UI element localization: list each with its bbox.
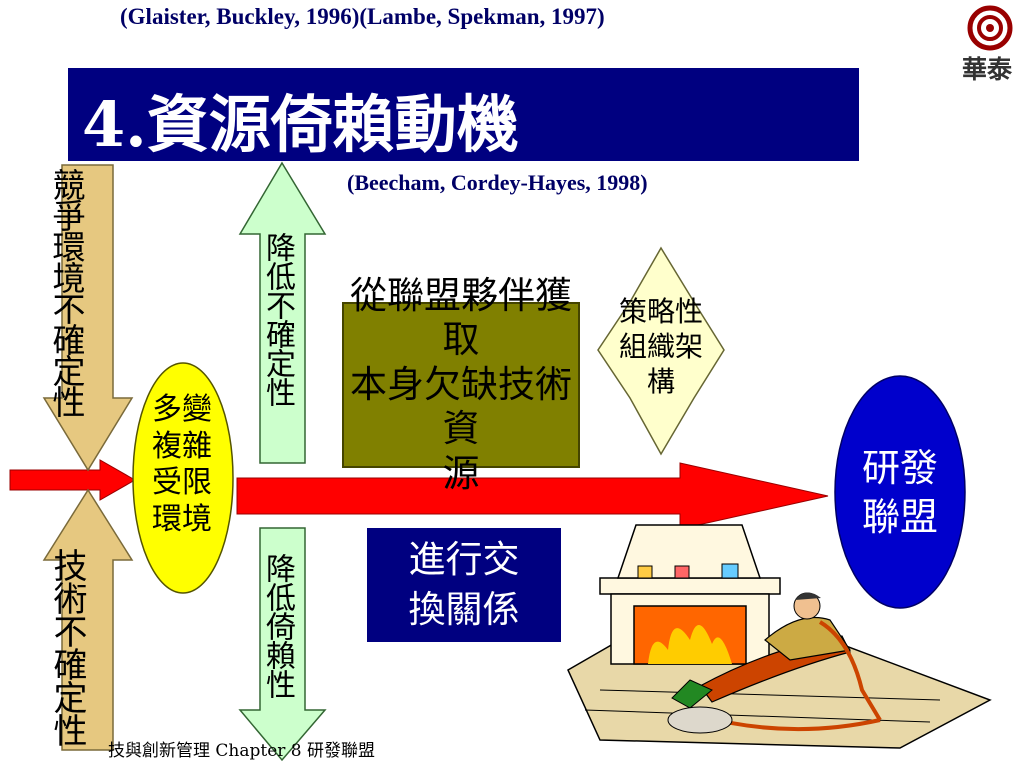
environment-label: 多變複雜受限環境 bbox=[152, 392, 212, 537]
reduce-uncertainty-label: 降低不確定性 bbox=[260, 232, 295, 406]
fireplace-clipart bbox=[567, 524, 992, 749]
resource-box: 從聯盟夥伴獲取本身欠缺技術資源 bbox=[342, 274, 580, 495]
competition-uncertainty-arrow bbox=[42, 164, 134, 472]
technology-uncertainty-label: 技術不確定性 bbox=[47, 548, 87, 746]
strategy-hexagon bbox=[597, 246, 725, 456]
alliance-label: 研發聯盟 bbox=[861, 446, 938, 540]
page-title: 4.資源倚賴動機 bbox=[82, 88, 519, 161]
reference-top: (Glaister, Buckley, 1996)(Lambe, Spekman… bbox=[120, 4, 605, 29]
logo-text: 華泰 bbox=[962, 55, 1013, 84]
reduce-dependence-label: 降低倚賴性 bbox=[260, 553, 295, 698]
reference-middle: (Beecham, Cordey-Hayes, 1998) bbox=[347, 170, 648, 195]
footer: 技與創新管理 Chapter 8 研發聯盟 bbox=[108, 741, 376, 761]
exchange-box-text: 進行交換關係 bbox=[408, 538, 520, 631]
resource-box-text: 從聯盟夥伴獲取本身欠缺技術資源 bbox=[350, 274, 572, 495]
alliance-ellipse bbox=[834, 375, 966, 609]
main-red-arrow bbox=[236, 462, 829, 530]
competition-uncertainty-label: 競爭環境不確定性 bbox=[47, 168, 86, 416]
exchange-box: 進行交換關係 bbox=[367, 528, 561, 642]
reduce-dependence-arrow bbox=[238, 527, 327, 762]
title-bar bbox=[68, 68, 859, 161]
entry-red-arrow bbox=[9, 459, 137, 501]
environment-ellipse bbox=[132, 362, 234, 594]
technology-uncertainty-arrow bbox=[42, 488, 134, 751]
logo-mark bbox=[967, 5, 1013, 51]
strategy-label: 策略性組織架構 bbox=[618, 295, 703, 398]
reduce-uncertainty-arrow bbox=[238, 161, 327, 464]
